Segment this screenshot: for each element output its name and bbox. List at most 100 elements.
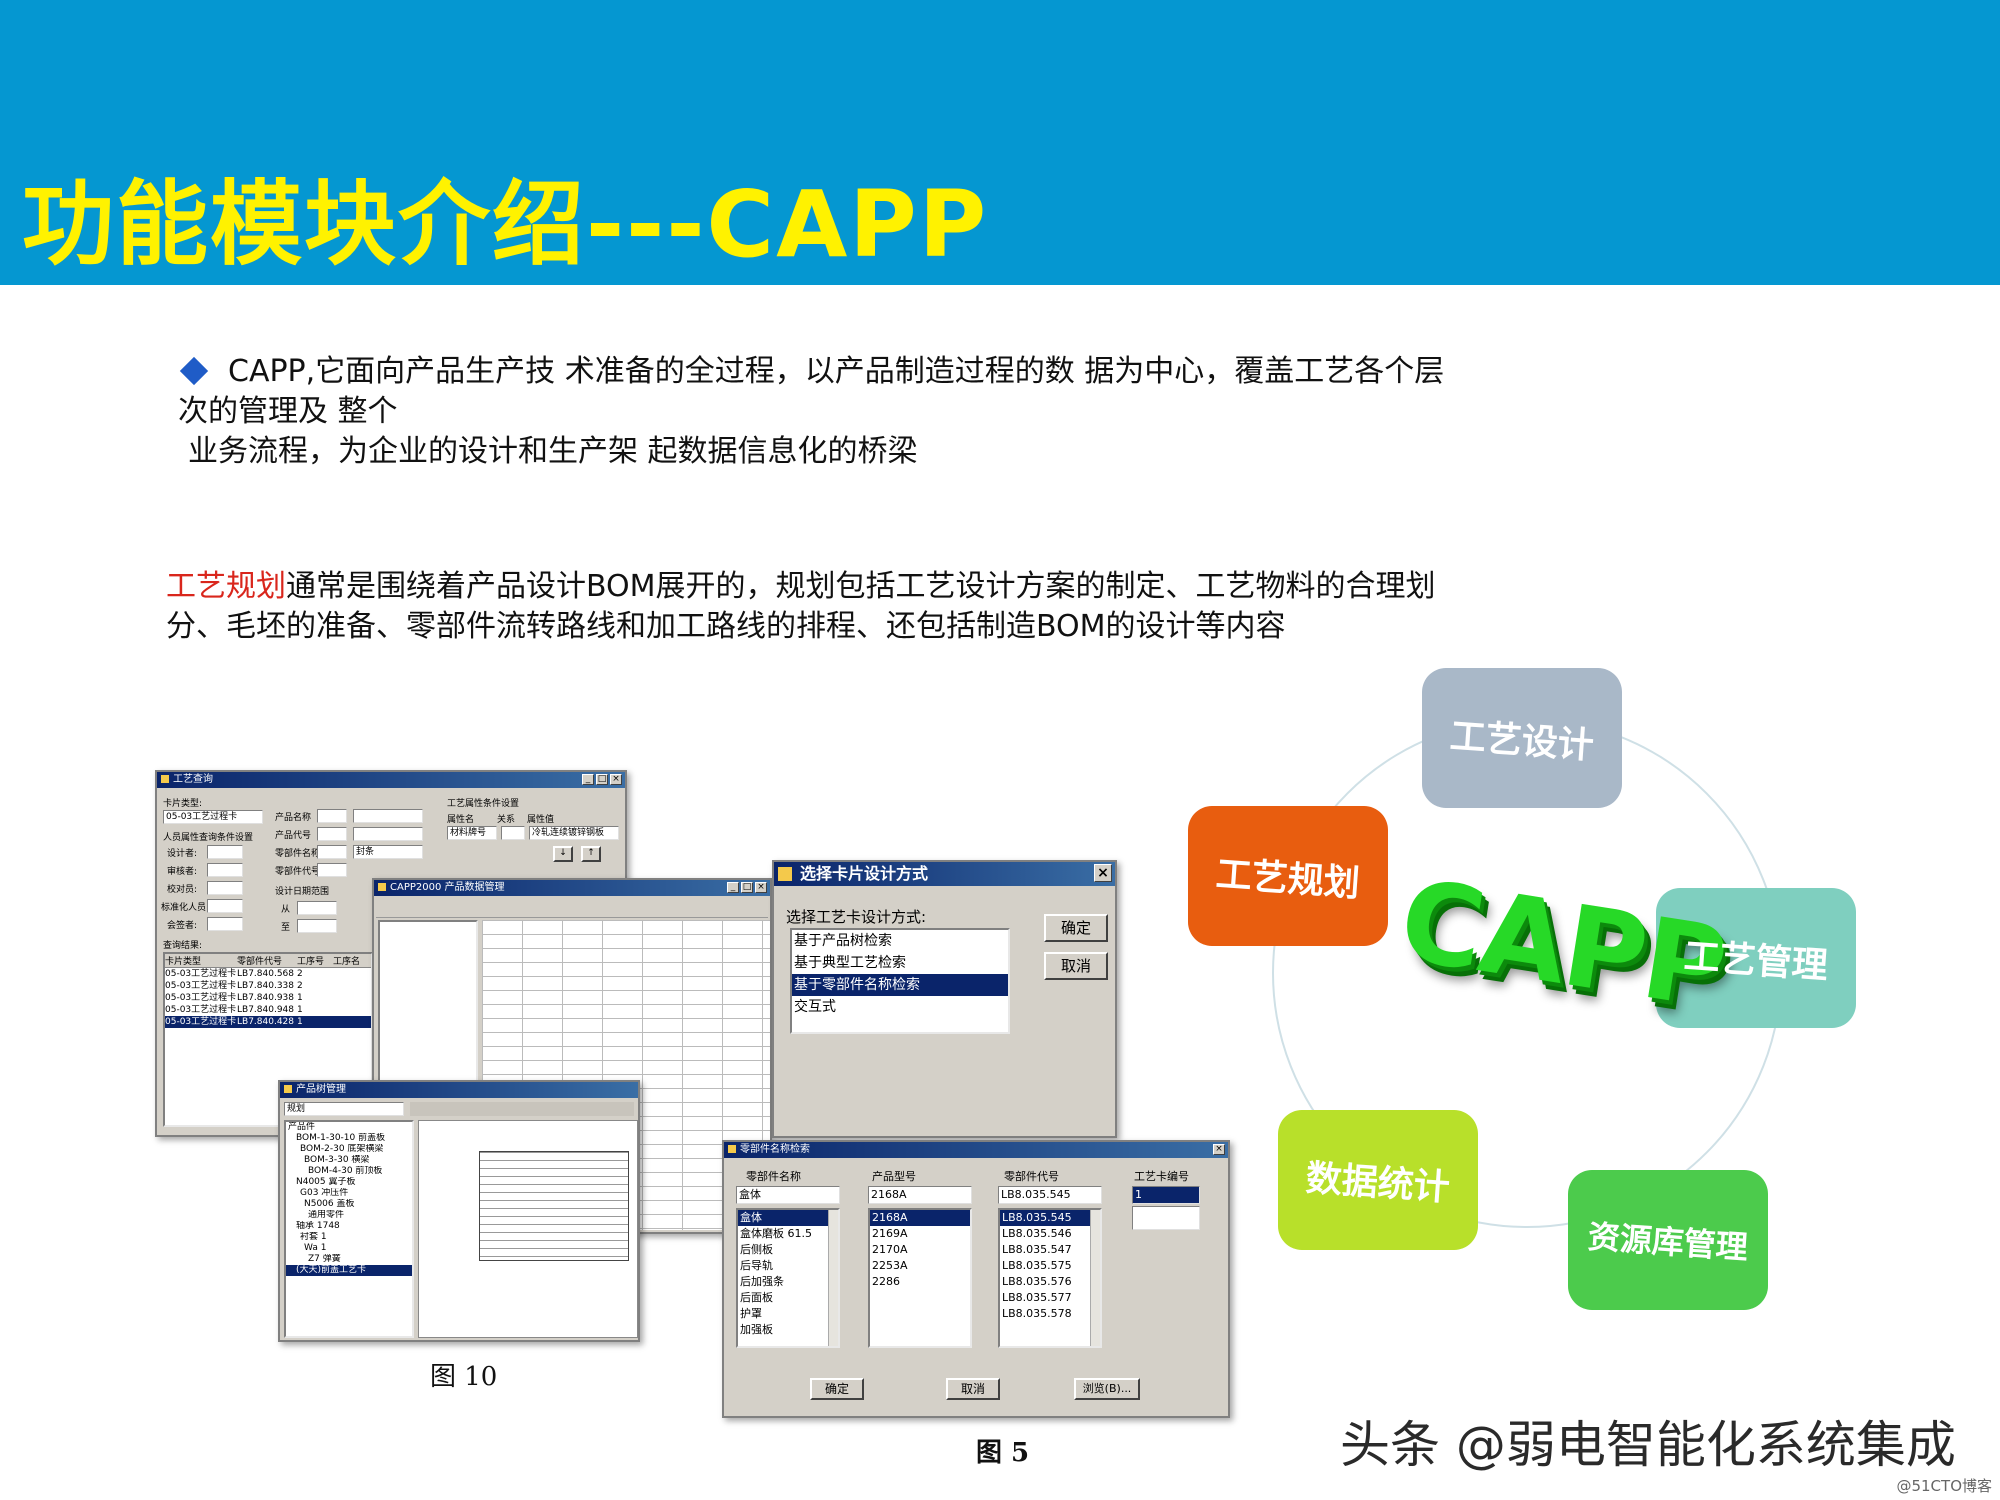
minimize-icon[interactable]: _ [727,882,739,893]
tree-node[interactable]: BOM-3-30 横梁 [304,1155,370,1165]
minimize-icon[interactable]: _ [582,774,594,785]
design-mode-option[interactable]: 基于零部件名称检索 [792,974,1008,996]
list-item[interactable]: LB8.035.545 [1000,1210,1100,1226]
search-cancel-button[interactable]: 取消 [946,1378,1000,1400]
list-item[interactable]: 护罩 [740,1307,762,1320]
part-search-titlebar: 零部件名称检索 × [724,1142,1228,1158]
tree-node[interactable]: Wa 1 [304,1243,327,1253]
part-code-input[interactable]: LB8.035.545 [998,1186,1102,1204]
attr-name-field[interactable]: 材料牌号 [447,826,497,840]
part-code-op[interactable] [317,863,347,877]
list-item[interactable]: 后侧板 [740,1243,773,1256]
list-item[interactable]: 后加强条 [740,1275,784,1288]
app-icon [378,883,386,891]
part-code-label: 零部件代号 [275,867,321,877]
card-no-input[interactable]: 1 [1132,1186,1200,1204]
approver-field[interactable] [207,917,243,931]
list-item[interactable]: LB8.035.547 [1002,1243,1072,1256]
tree-node[interactable]: 衬套 1 [300,1232,327,1242]
maximize-icon[interactable]: □ [741,882,753,893]
part-name-field[interactable]: 封条 [353,845,423,859]
app-icon [161,775,169,783]
product-name-field[interactable] [353,809,423,823]
standard-field[interactable] [207,899,243,913]
attr-value-field[interactable]: 冷轧连续镀锌钢板 [529,826,619,840]
add-condition-button[interactable]: ↓ [553,846,573,862]
list-item[interactable]: 后导轨 [740,1259,773,1272]
design-mode-list[interactable]: 基于产品树检索基于典型工艺检索基于零部件名称检索交互式 [790,928,1010,1034]
tree-node[interactable]: (大天)前盖工艺卡 [286,1265,412,1276]
checker-field[interactable] [207,881,243,895]
tree-node[interactable]: BOM-2-30 底架横梁 [300,1144,384,1154]
card-type-field[interactable]: 05-03工艺过程卡 [163,810,263,824]
tree-node[interactable]: BOM-1-30-10 前盖板 [296,1133,386,1143]
product-name-op[interactable] [317,809,347,823]
tree-node[interactable]: 通用零件 [308,1210,345,1220]
product-model-input[interactable]: 2168A [868,1186,972,1204]
list-item[interactable]: LB8.035.546 [1002,1227,1072,1240]
tree-node[interactable]: N5006 盖板 [304,1199,355,1209]
tree-root[interactable]: 产品件 [288,1122,316,1132]
product-code-op[interactable] [317,827,347,841]
maximize-icon[interactable]: □ [596,774,608,785]
list-item[interactable]: 盒体 [738,1210,838,1226]
relation-field[interactable] [501,826,525,840]
browse-button[interactable]: 浏览(B)... [1074,1378,1140,1400]
list-item[interactable]: 加强板 [740,1323,773,1336]
date-group-label: 设计日期范围 [275,887,330,897]
bom-titlebar: CAPP2000 产品数据管理 _□× [374,880,770,896]
product-code-field[interactable] [353,827,423,841]
design-mode-option[interactable]: 基于产品树检索 [794,933,892,949]
list-item[interactable]: LB8.035.578 [1002,1307,1072,1320]
search-ok-button[interactable]: 确定 [810,1378,864,1400]
list-item[interactable]: LB8.035.575 [1002,1259,1072,1272]
reviewer-field[interactable] [207,863,243,877]
close-icon[interactable]: × [755,882,767,893]
part-name-scrollbar[interactable] [828,1210,838,1346]
part-name-input[interactable]: 盒体 [736,1186,840,1204]
list-item[interactable]: 2168A [870,1210,970,1226]
list-item[interactable]: 2253A [872,1259,908,1272]
list-item[interactable]: 2169A [872,1227,908,1240]
list-item[interactable]: 2286 [872,1275,900,1288]
tree-combo[interactable]: 规划 [284,1102,404,1116]
design-mode-option[interactable]: 基于典型工艺检索 [794,955,906,971]
tree-node[interactable]: BOM-4-30 前顶板 [308,1166,383,1176]
tree-node[interactable]: N4005 翼子板 [296,1177,356,1187]
process-card-thumbnail [479,1151,629,1261]
close-icon[interactable]: × [610,774,622,785]
list-item[interactable]: LB8.035.577 [1002,1291,1072,1304]
card-no-list[interactable] [1132,1206,1200,1230]
design-mode-option[interactable]: 交互式 [794,999,836,1015]
part-name-list[interactable]: 盒体盒体磨板 61.5 后侧板后导轨后加强条后面板护罩加强板 [736,1208,840,1348]
list-item[interactable]: 盒体磨板 61.5 [740,1227,812,1240]
close-icon[interactable]: × [1213,1144,1225,1155]
part-name-op[interactable] [317,845,347,859]
tree-node[interactable]: Z7 弹簧 [308,1254,341,1264]
date-from-field[interactable] [297,901,337,915]
remove-condition-button[interactable]: ↑ [581,846,601,862]
ok-button[interactable]: 确定 [1044,914,1108,942]
credit: @51CTO博客 [1896,1477,1992,1495]
app-icon [728,1145,736,1153]
list-item[interactable]: LB8.035.576 [1002,1275,1072,1288]
tree-node[interactable]: 轴承 1748 [296,1221,340,1231]
tree-node[interactable]: G03 冲压件 [300,1188,349,1198]
list-item[interactable]: 后面板 [740,1291,773,1304]
bom-toolbar [376,898,768,918]
designer-field[interactable] [207,845,243,859]
close-icon[interactable]: × [1094,864,1112,882]
part-code-scrollbar[interactable] [1090,1210,1100,1346]
list-item[interactable]: 2170A [872,1243,908,1256]
cancel-button[interactable]: 取消 [1044,952,1108,980]
date-to-field[interactable] [297,919,337,933]
